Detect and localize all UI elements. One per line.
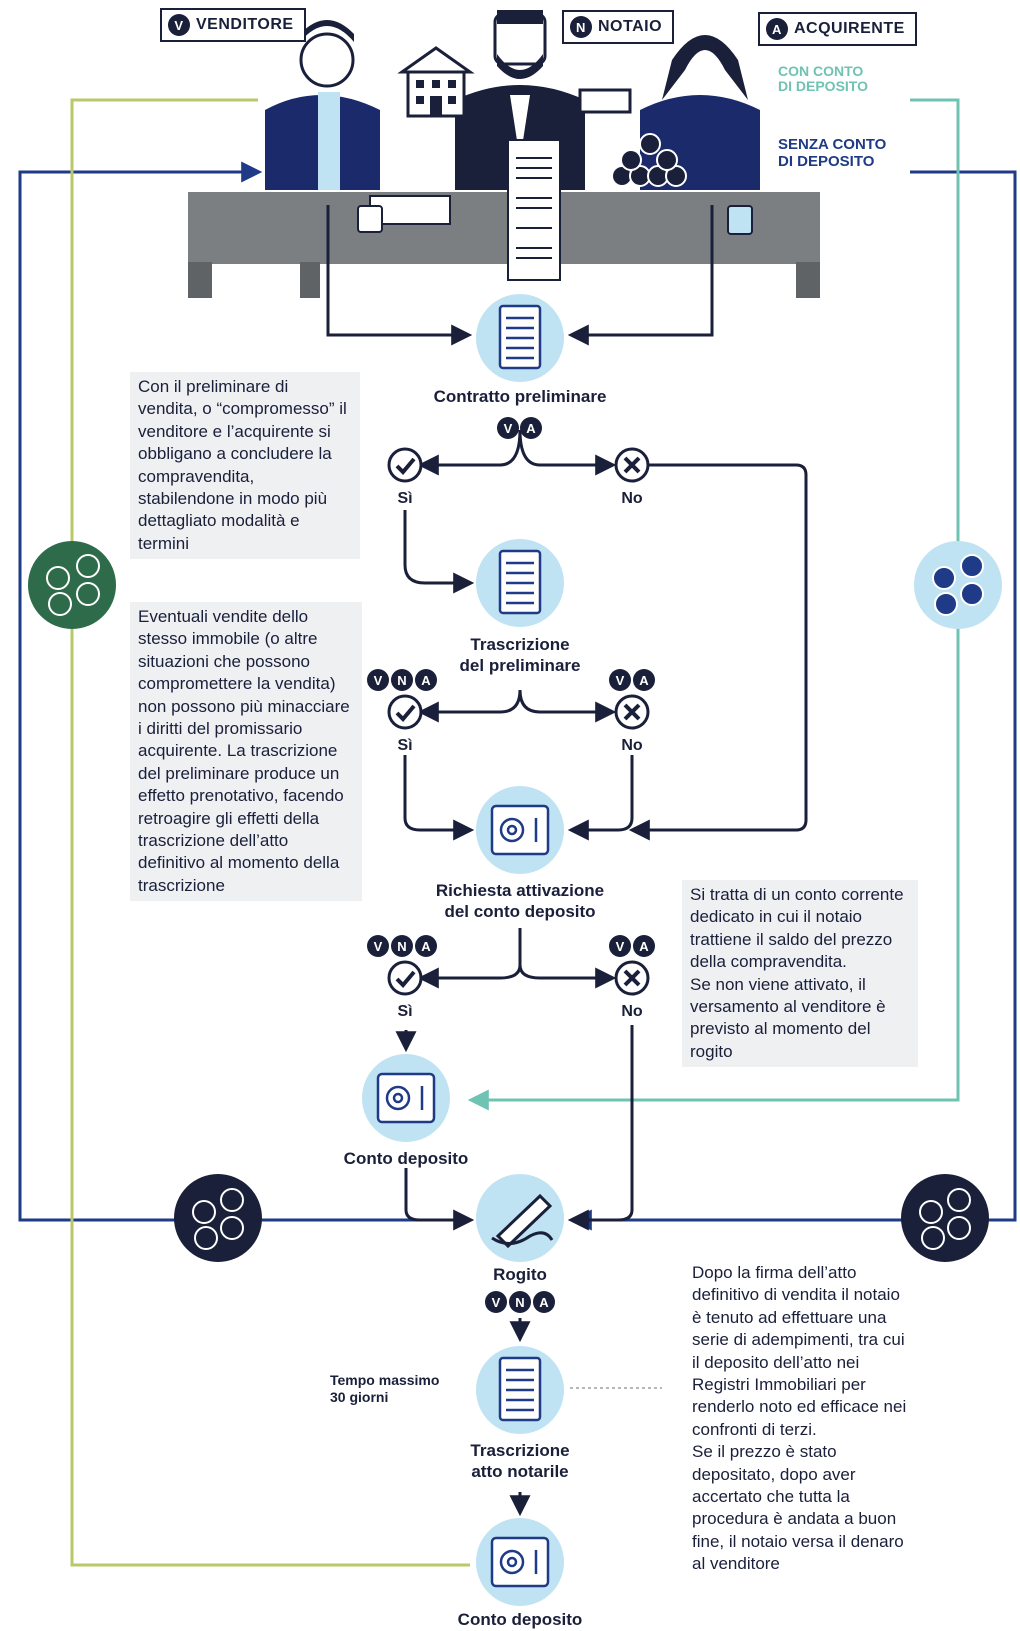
role-label-acquirente: ACQUIRENTE — [794, 20, 905, 37]
svg-text:A: A — [421, 939, 431, 954]
label-trascrizione-atto: Trascrizione atto notarile — [470, 1441, 570, 1481]
role-badge-n: N — [570, 16, 592, 38]
coins-icon — [28, 541, 116, 629]
svg-text:N: N — [515, 1295, 524, 1310]
label-no-2: No — [621, 737, 643, 754]
role-badge-a: A — [766, 18, 788, 40]
label-si-1: Sì — [397, 490, 413, 507]
mug-icon — [727, 205, 753, 235]
note-trascrizione: Eventuali vendite dello stesso immobile … — [130, 602, 362, 902]
role-tag-venditore: V VENDITORE — [160, 8, 306, 42]
coins-icon — [901, 1174, 989, 1262]
check-icon — [387, 447, 423, 483]
label-trascrizione-preliminare: Trascrizione del preliminare — [459, 635, 581, 675]
cross-icon — [614, 694, 650, 730]
svg-text:N: N — [397, 673, 406, 688]
contract-scroll — [507, 139, 561, 281]
label-contratto-preliminare: Contratto preliminare — [433, 387, 607, 406]
svg-text:A: A — [539, 1295, 549, 1310]
svg-text:N: N — [397, 939, 406, 954]
svg-text:V: V — [616, 673, 625, 688]
legend-without-deposit: SENZA CONTO DI DEPOSITO — [778, 136, 887, 170]
check-icon — [387, 694, 423, 730]
role-badge-v: V — [168, 14, 190, 36]
label-no-3: No — [621, 1003, 643, 1020]
document-icon — [498, 549, 542, 615]
safe-icon — [490, 1536, 550, 1588]
coins-icon — [174, 1174, 262, 1262]
legend-with-deposit: CON CONTO DI DEPOSITO — [778, 63, 868, 94]
label-richiesta-attivazione: Richiesta attivazione del conto deposito — [435, 881, 605, 921]
banknote-icon — [578, 88, 632, 114]
mug-icon — [357, 205, 383, 233]
svg-text:V: V — [616, 939, 625, 954]
role-tag-notaio: N NOTAIO — [562, 10, 675, 44]
house-icon — [397, 46, 475, 118]
cross-icon — [614, 447, 650, 483]
svg-text:A: A — [526, 421, 536, 436]
document-icon — [498, 304, 542, 370]
svg-text:A: A — [639, 673, 649, 688]
label-conto-deposito-2: Conto deposito — [457, 1610, 583, 1629]
check-icon — [387, 960, 423, 996]
svg-text:V: V — [374, 939, 383, 954]
desk-scene — [188, 10, 820, 298]
role-label-notaio: NOTAIO — [598, 18, 663, 35]
safe-icon — [376, 1072, 436, 1124]
label-rogito: Rogito — [493, 1265, 547, 1284]
signing-pen-icon — [491, 1193, 554, 1249]
label-conto-deposito-1: Conto deposito — [343, 1149, 469, 1168]
safe-icon — [490, 804, 550, 856]
document-icon — [498, 1356, 542, 1422]
label-si-2: Sì — [397, 737, 413, 754]
note-preliminare: Con il preliminare di vendita, o “compro… — [130, 372, 360, 560]
coins-icon — [914, 541, 1002, 629]
note-conto-deposito: Si tratta di un conto corrente dedicato … — [682, 880, 918, 1068]
svg-text:A: A — [421, 673, 431, 688]
role-label-venditore: VENDITORE — [196, 16, 294, 33]
svg-text:V: V — [504, 421, 513, 436]
label-no-1: No — [621, 490, 643, 507]
svg-text:A: A — [639, 939, 649, 954]
role-tag-acquirente: A ACQUIRENTE — [758, 12, 917, 46]
note-rogito: Dopo la firma dell’atto definitivo di ve… — [692, 1263, 907, 1574]
coins-icon — [611, 133, 687, 187]
desk — [188, 192, 820, 264]
loop-with-deposit-left — [70, 98, 470, 1567]
cross-icon — [614, 960, 650, 996]
time-max-label: Tempo massimo 30 giorni — [330, 1372, 440, 1405]
loop-without-deposit-right — [570, 170, 1017, 1231]
label-si-3: Sì — [397, 1003, 413, 1020]
svg-text:V: V — [374, 673, 383, 688]
svg-text:V: V — [492, 1295, 501, 1310]
